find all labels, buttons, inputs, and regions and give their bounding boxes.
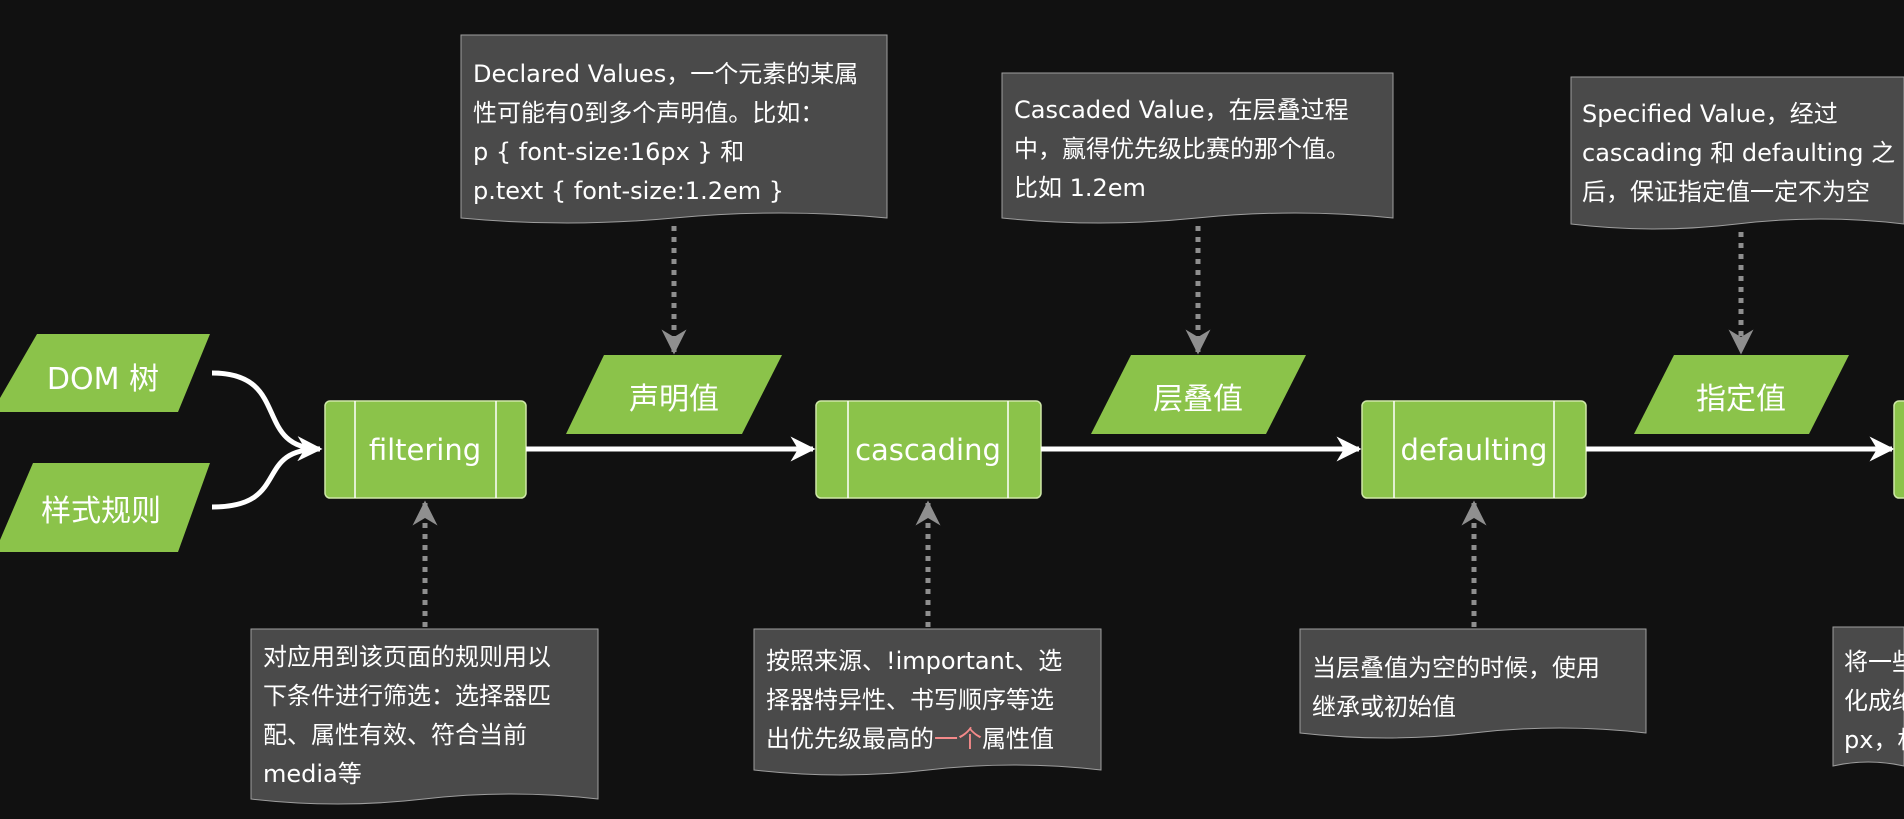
process-filtering-label: filtering <box>369 433 481 467</box>
note-cascaded-line-2: 中，赢得优先级比赛的那个值。 <box>1014 135 1350 163</box>
input-style-rules-label: 样式规则 <box>41 494 161 529</box>
note-cascading-highlight: 一个 <box>934 725 982 753</box>
note-defaulting-line-2: 继承或初始值 <box>1312 693 1456 721</box>
value-declared-label: 声明值 <box>629 382 719 417</box>
note-declared-line-3: p { font-size:16px } 和 <box>473 138 744 166</box>
note-filtering-line-1: 对应用到该页面的规则用以 <box>263 643 551 671</box>
note-filtering-line-3: 配、属性有效、符合当前 <box>263 721 527 749</box>
note-filtering: 对应用到该页面的规则用以 下条件进行筛选：选择器匹 配、属性有效、符合当前 me… <box>250 628 599 805</box>
note-specified-value: Specified Value，经过 cascading 和 defaultin… <box>1570 76 1904 230</box>
arrow-rules-merge <box>211 446 321 510</box>
note-defaulting-line-1: 当层叠值为空的时候，使用 <box>1312 654 1600 682</box>
note-declared-values: Declared Values，一个元素的某属 性可能有0到多个声明值。比如： … <box>460 34 888 224</box>
note-cascaded-value: Cascaded Value，在层叠过程 中，赢得优先级比赛的那个值。 比如 1… <box>1001 72 1394 224</box>
value-cascaded-label: 层叠值 <box>1153 382 1243 417</box>
note-cascaded-line-1: Cascaded Value，在层叠过程 <box>1014 96 1349 124</box>
input-dom-tree-label: DOM 树 <box>47 362 159 397</box>
input-style-rules: 样式规则 <box>0 463 210 552</box>
arrow-dom-merge <box>211 370 323 462</box>
process-defaulting: defaulting <box>1361 400 1587 499</box>
note-computed-line-1: 将一些 <box>1844 648 1904 676</box>
note-cascading-line-3-after: 属性值 <box>982 725 1054 753</box>
note-computed-line-2: 化成绝 <box>1844 687 1904 715</box>
note-cascading-line-3: 出优先级最高的一个属性值 <box>766 725 1054 753</box>
note-declared-line-2: 性可能有0到多个声明值。比如： <box>473 99 824 127</box>
process-defaulting-label: defaulting <box>1401 433 1548 467</box>
note-specified-line-2: cascading 和 defaulting 之 <box>1582 139 1895 167</box>
note-specified-line-1: Specified Value，经过 <box>1582 100 1838 128</box>
value-specified-label: 指定值 <box>1696 382 1786 417</box>
note-cascaded-line-3: 比如 1.2em <box>1014 174 1146 202</box>
note-declared-line-1: Declared Values，一个元素的某属 <box>473 60 858 88</box>
value-specified: 指定值 <box>1634 355 1849 434</box>
note-filtering-line-2: 下条件进行筛选：选择器匹 <box>263 682 551 710</box>
process-filtering: filtering <box>324 400 527 499</box>
process-cascading-label: cascading <box>855 433 1001 467</box>
note-cascading-line-3-before: 出优先级最高的 <box>766 725 934 753</box>
input-dom-tree: DOM 树 <box>0 334 210 412</box>
note-specified-line-3: 后，保证指定值一定不为空 <box>1582 178 1870 206</box>
note-cascading-line-2: 择器特异性、书写顺序等选 <box>766 686 1054 714</box>
note-computed-partial: 将一些 化成绝 px，相 <box>1832 626 1904 767</box>
process-next-partial <box>1893 400 1904 499</box>
value-declared: 声明值 <box>566 355 782 434</box>
note-cascading: 按照来源、!important、选 择器特异性、书写顺序等选 出优先级最高的一个… <box>753 628 1102 776</box>
note-filtering-line-4: media等 <box>263 760 362 788</box>
note-computed-line-3: px，相 <box>1844 726 1904 754</box>
note-defaulting: 当层叠值为空的时候，使用 继承或初始值 <box>1299 628 1647 739</box>
note-declared-line-4: p.text { font-size:1.2em } <box>473 177 784 205</box>
value-cascaded: 层叠值 <box>1091 355 1306 434</box>
note-cascading-line-1: 按照来源、!important、选 <box>766 647 1062 675</box>
process-cascading: cascading <box>815 400 1042 499</box>
